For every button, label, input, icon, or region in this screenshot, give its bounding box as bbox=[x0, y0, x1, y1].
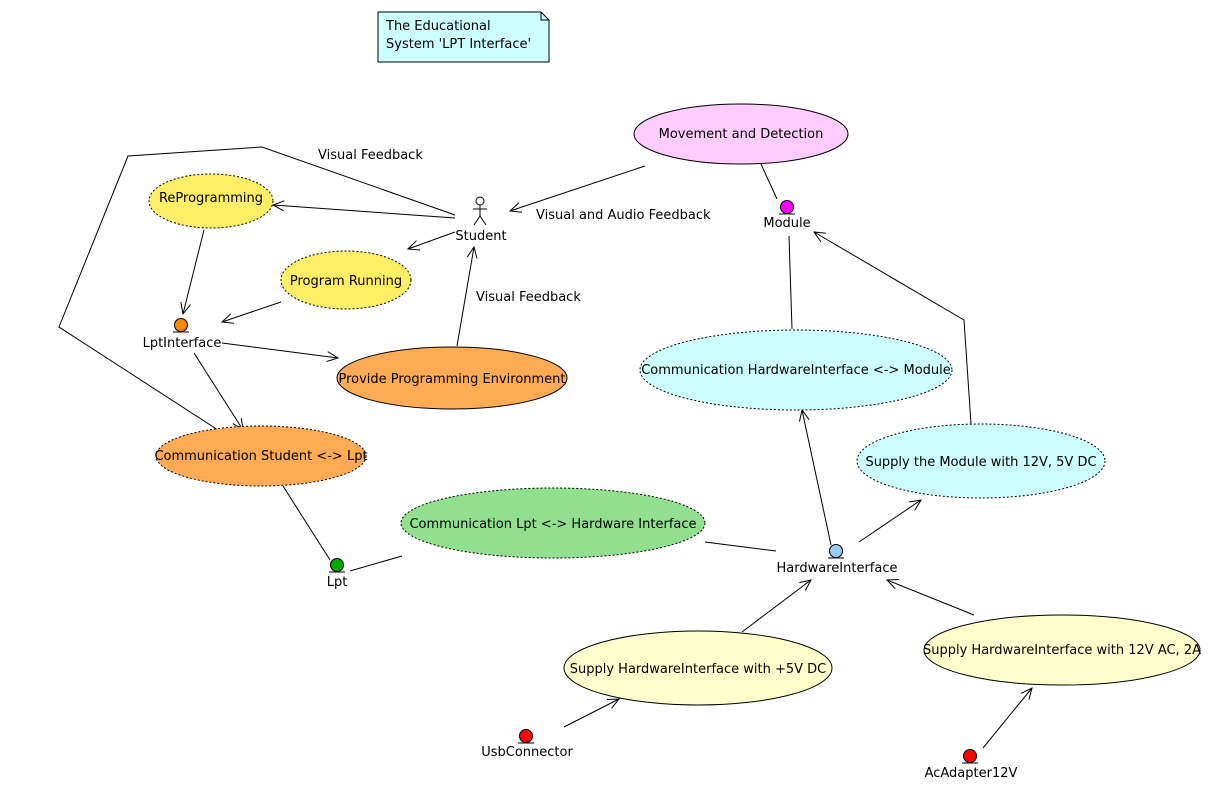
note-line-1: The Educational bbox=[385, 19, 491, 34]
lptinterface-to-comm-student bbox=[193, 352, 243, 430]
actor-lpt-interface[interactable] bbox=[173, 318, 189, 333]
actor-usb-connector[interactable] bbox=[518, 729, 534, 744]
diagram-note: The Educational System 'LPT Interface' bbox=[377, 11, 550, 63]
actor-lpt-label: Lpt bbox=[327, 575, 348, 590]
student-to-program-running bbox=[408, 231, 456, 249]
actor-usb-connector-label: UsbConnector bbox=[481, 745, 573, 760]
use-case-provide-env-label: Provide Programming Environment bbox=[338, 372, 565, 387]
movement-to-student bbox=[510, 165, 646, 211]
ac-to-supply-12v bbox=[982, 688, 1032, 749]
edge-label-visual-feedback-env: Visual Feedback bbox=[476, 290, 581, 305]
use-case-supply-hw-5v-label: Supply HardwareInterface with +5V DC bbox=[570, 662, 827, 677]
supply-module-to-module bbox=[814, 232, 972, 425]
use-case-movement-label: Movement and Detection bbox=[659, 127, 824, 142]
actor-module[interactable] bbox=[779, 200, 795, 215]
lptinterface-to-env bbox=[221, 342, 338, 358]
use-case-movement[interactable]: Movement and Detection bbox=[633, 103, 849, 165]
use-case-reprogramming[interactable]: ReProgramming bbox=[148, 173, 274, 229]
module-to-comm-hw-module bbox=[788, 235, 793, 330]
movement-to-module bbox=[760, 163, 778, 200]
note-line-2: System 'LPT Interface' bbox=[386, 37, 531, 52]
use-case-comm-lpt-hw-label: Communication Lpt <-> Hardware Interface bbox=[409, 517, 696, 532]
use-case-comm-student-lpt[interactable]: Communication Student <-> Lpt bbox=[154, 425, 368, 487]
actor-lpt-interface-label: LptInterface bbox=[143, 336, 222, 351]
student-to-reprogramming bbox=[273, 205, 456, 219]
use-case-comm-hw-module[interactable]: Communication HardwareInterface <-> Modu… bbox=[639, 329, 953, 411]
use-case-comm-student-lpt-label: Communication Student <-> Lpt bbox=[154, 449, 367, 464]
comm-lpt-hw-to-hw bbox=[704, 541, 777, 552]
supply-12v-to-hw bbox=[887, 580, 975, 616]
use-case-supply-hw-5v[interactable]: Supply HardwareInterface with +5V DC bbox=[563, 630, 833, 706]
actor-student[interactable] bbox=[473, 196, 487, 226]
actor-module-label: Module bbox=[763, 216, 810, 231]
program-running-to-lptinterface bbox=[222, 301, 282, 322]
actor-hardware-interface[interactable] bbox=[828, 544, 844, 559]
loop-connector bbox=[58, 146, 456, 431]
use-case-comm-hw-module-label: Communication HardwareInterface <-> Modu… bbox=[641, 363, 951, 378]
use-case-supply-module-label: Supply the Module with 12V, 5V DC bbox=[865, 455, 1096, 470]
use-case-program-running[interactable]: Program Running bbox=[280, 250, 412, 310]
use-case-provide-env[interactable]: Provide Programming Environment bbox=[336, 346, 568, 410]
hw-to-comm-hw-module bbox=[802, 410, 832, 546]
actor-hardware-interface-label: HardwareInterface bbox=[777, 561, 898, 576]
use-case-supply-hw-12v[interactable]: Supply HardwareInterface with 12V AC, 2A bbox=[923, 614, 1201, 686]
usb-to-supply-5v bbox=[563, 699, 619, 728]
comm-student-to-lpt bbox=[282, 485, 331, 561]
actor-lpt[interactable] bbox=[329, 558, 345, 573]
use-case-supply-module[interactable]: Supply the Module with 12V, 5V DC bbox=[856, 423, 1106, 499]
connectors bbox=[58, 146, 1032, 749]
actor-ac-adapter[interactable] bbox=[962, 749, 978, 764]
use-case-supply-hw-12v-label: Supply HardwareInterface with 12V AC, 2A bbox=[923, 643, 1201, 658]
lpt-to-comm-lpt-hw bbox=[349, 555, 403, 572]
use-case-comm-lpt-hw[interactable]: Communication Lpt <-> Hardware Interface bbox=[400, 487, 706, 559]
reprogramming-to-lptinterface bbox=[183, 229, 205, 314]
edge-label-visual-feedback-top: Visual Feedback bbox=[318, 148, 423, 163]
actor-student-label: Student bbox=[455, 229, 506, 244]
use-case-reprogramming-label: ReProgramming bbox=[159, 191, 263, 206]
actor-ac-adapter-label: AcAdapter12V bbox=[925, 766, 1018, 781]
use-case-program-running-label: Program Running bbox=[290, 274, 402, 289]
edge-label-visual-audio-feedback: Visual and Audio Feedback bbox=[536, 208, 711, 223]
hw-to-supply-module bbox=[858, 500, 921, 543]
env-to-student bbox=[456, 247, 474, 347]
supply-5v-to-hw bbox=[741, 580, 811, 633]
